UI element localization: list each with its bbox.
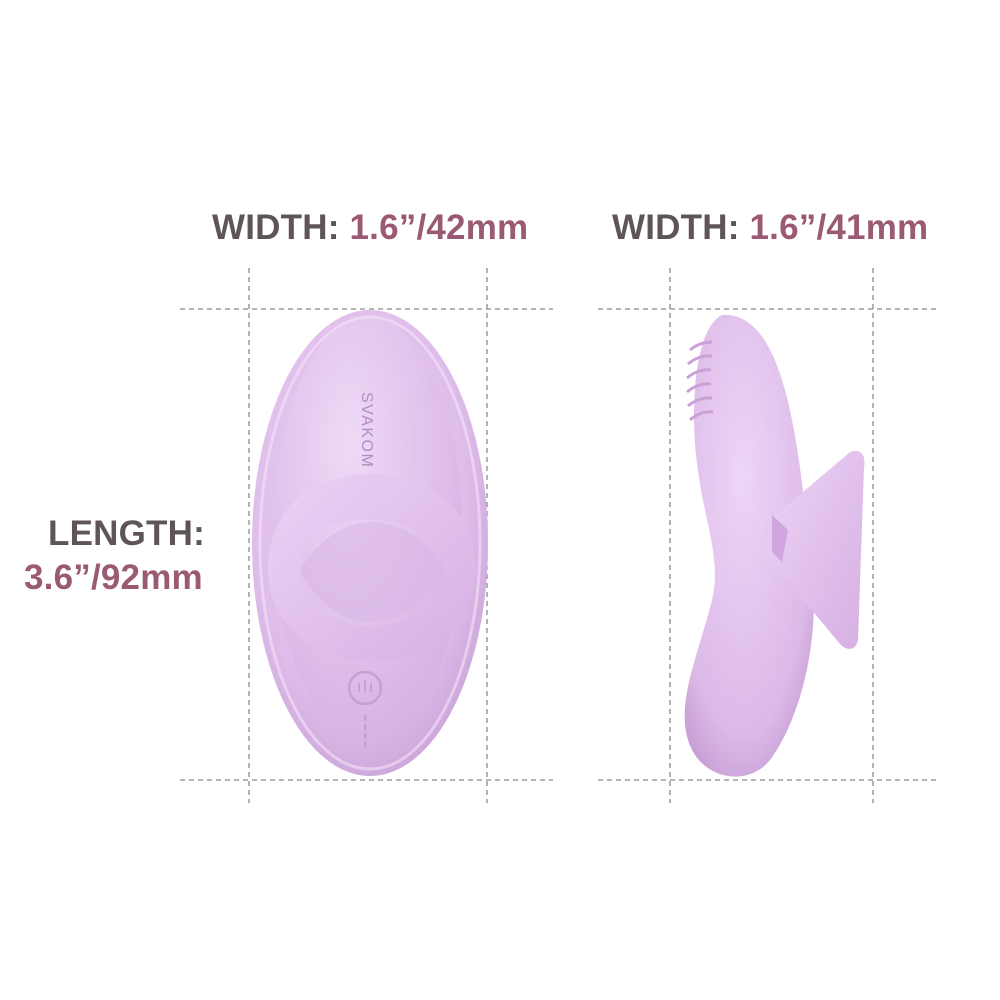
- front-ring-band: [268, 474, 476, 662]
- guide-lines: [180, 268, 940, 803]
- side-body: [684, 314, 814, 777]
- front-width-label: WIDTH: 1.6”/42mm: [212, 208, 528, 248]
- side-width-key: WIDTH:: [612, 208, 740, 247]
- front-view: SVAKOM: [252, 310, 488, 776]
- length-value: 3.6”/92mm: [24, 558, 203, 597]
- side-ring-strap: [770, 450, 865, 649]
- front-width-value: 1.6”/42mm: [349, 208, 529, 247]
- ribbed-tip: [686, 340, 714, 422]
- front-width-key: WIDTH:: [212, 208, 340, 247]
- power-button-icon: [347, 670, 383, 706]
- side-width-value: 1.6”/41mm: [749, 208, 929, 247]
- brand-mark: SVAKOM: [358, 392, 375, 468]
- indicator-lights: [364, 715, 367, 748]
- length-key: LENGTH:: [48, 514, 205, 553]
- side-view: [684, 314, 865, 777]
- side-width-label: WIDTH: 1.6”/41mm: [612, 208, 928, 248]
